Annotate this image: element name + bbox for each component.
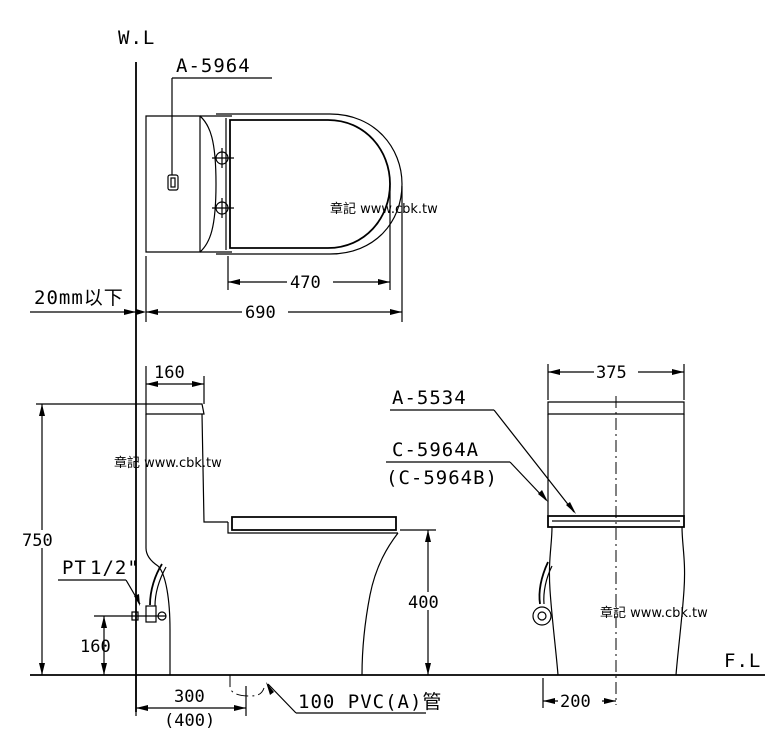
seat-model-label: A-5964 bbox=[176, 55, 251, 77]
body-model-callout bbox=[386, 461, 548, 502]
dim-drain-offset-value: 200 bbox=[560, 692, 591, 712]
wall-clearance-label: 20mm以下 bbox=[34, 287, 124, 309]
watermark-top: 章記 www.cbk.tw bbox=[330, 201, 438, 217]
front-view bbox=[532, 396, 686, 705]
dim-supply-height-value: 160 bbox=[80, 637, 111, 657]
watermark-front: 章記 www.cbk.tw bbox=[600, 605, 708, 621]
dim-width-value: 375 bbox=[596, 363, 627, 383]
dim-overall-height-value: 750 bbox=[22, 531, 53, 551]
wall-line-label: W.L bbox=[118, 27, 155, 49]
dim-tank-depth-value: 160 bbox=[154, 363, 185, 383]
supply-pipe-size: 1/2" bbox=[90, 557, 140, 579]
dim-seat-height-value: 400 bbox=[408, 593, 439, 613]
dim-rough-in-alt-value: (400) bbox=[164, 711, 215, 731]
floor-line-label: F.L bbox=[724, 650, 761, 672]
dim-rough-in bbox=[135, 675, 247, 716]
dim-seat-length-value: 470 bbox=[290, 273, 321, 293]
top-view bbox=[145, 113, 403, 255]
dim-rough-in-value: 300 bbox=[174, 687, 205, 707]
drain-pipe bbox=[229, 675, 426, 714]
drain-pipe-label: 100 PVC(A)管 bbox=[298, 691, 442, 713]
valve-model-label: A-5534 bbox=[392, 387, 467, 409]
dim-overall-length-value: 690 bbox=[245, 303, 276, 323]
supply-pipe-prefix: PT bbox=[62, 557, 87, 579]
body-model-b-label: (C-5964B) bbox=[386, 467, 498, 489]
side-view bbox=[130, 403, 399, 676]
seat-model-callout bbox=[171, 77, 272, 175]
supply-pipe-callout bbox=[58, 579, 141, 606]
valve-model-callout bbox=[390, 409, 576, 514]
dim-supply-height bbox=[94, 615, 130, 675]
watermark-side: 章記 www.cbk.tw bbox=[114, 455, 222, 471]
wall-clearance-marker bbox=[30, 309, 146, 315]
body-model-a-label: C-5964A bbox=[392, 439, 479, 461]
dim-tank-depth bbox=[145, 366, 205, 404]
